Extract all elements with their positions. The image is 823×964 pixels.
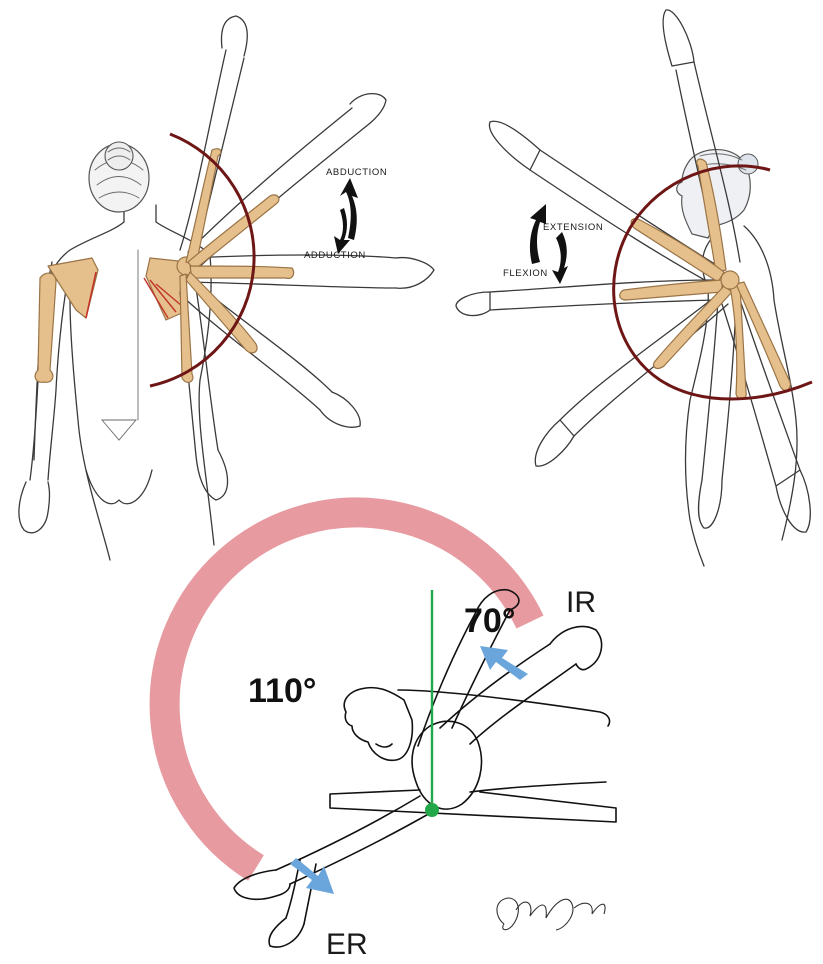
exam-table — [330, 790, 616, 822]
head-back-view — [89, 142, 149, 212]
extension-label: EXTENSION — [543, 222, 603, 233]
rotation-panel: 70° 110° IR ER — [165, 512, 616, 961]
abduction-panel: ABDUCTION ADDUCTION — [19, 16, 434, 560]
flexion-label: FLEXION — [503, 268, 548, 279]
patient-torso — [398, 690, 610, 792]
hand-extension — [776, 470, 810, 532]
adduction-label: ADDUCTION — [304, 250, 366, 261]
abduction-label: ABDUCTION — [326, 167, 387, 178]
left-humerus — [35, 273, 56, 382]
adduction-arrow — [334, 208, 350, 254]
ir-angle-label: 70° — [464, 602, 515, 640]
buttocks-outline — [86, 470, 152, 504]
ir-label: IR — [566, 586, 596, 619]
hand-upper-diagonal — [350, 94, 386, 128]
sacrum-triangle — [102, 420, 136, 440]
er-angle-label: 110° — [248, 672, 316, 710]
fist-external-rotation-lower — [269, 918, 304, 947]
hand-overhead — [663, 10, 694, 66]
flexion-panel: EXTENSION FLEXION — [456, 10, 812, 566]
left-hand — [19, 482, 50, 533]
hand-forward — [456, 292, 490, 316]
patient-head — [344, 688, 412, 761]
hand-forward-up — [489, 121, 540, 170]
hand-forward-down — [535, 420, 574, 466]
hand-down — [196, 450, 228, 500]
fist-internal-rotation — [550, 626, 602, 669]
rotation-pivot-point — [425, 803, 439, 817]
hand-horizontal — [396, 258, 434, 289]
hand-neutral — [699, 480, 723, 528]
extension-arrow — [530, 204, 546, 264]
flexion-arrow — [552, 232, 568, 284]
side-shoulder-joint — [721, 271, 739, 289]
er-label: ER — [326, 928, 368, 961]
hand-lower-diagonal — [320, 392, 360, 427]
artist-signature — [497, 898, 605, 930]
arm-position-neutral — [702, 300, 736, 480]
